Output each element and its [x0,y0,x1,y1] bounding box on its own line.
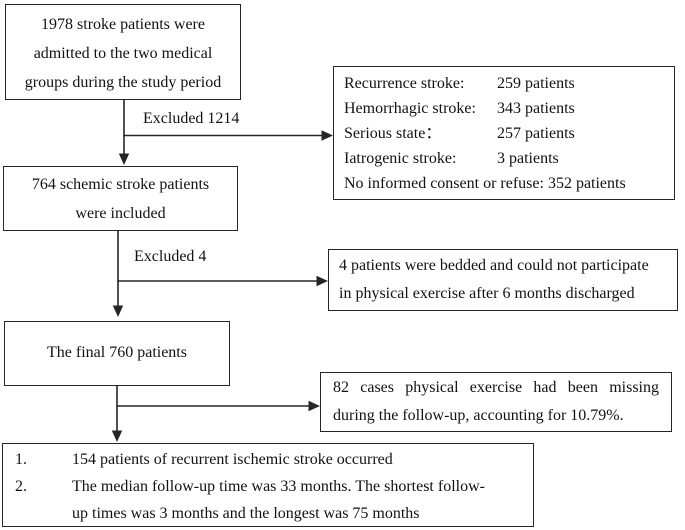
box-text-line: in physical exercise after 6 months disc… [339,285,635,302]
outcome-item: 1. 154 patients of recurrent ischemic st… [15,446,533,473]
box-exclusion-reasons: Recurrence stroke: 259 patients Hemorrha… [333,66,675,200]
arrow-right-missing [116,400,320,412]
exclusion-label: Recurrence stroke: [344,75,465,92]
exclusion-row: Recurrence stroke: 259 patients [344,71,664,96]
exclusion-label: Iatrogenic stroke: [344,150,457,167]
arrow-right-excluded-1214 [123,130,333,141]
box-text-line: up times was 3 months and the longest wa… [72,505,420,522]
outcome-number: 1. [15,451,27,468]
box-text-line: groups during the study period [24,74,222,91]
exclusion-row: Hemorrhagic stroke: 343 patients [344,96,664,121]
box-outcomes: 1. 154 patients of recurrent ischemic st… [2,443,534,527]
box-final-patients: The final 760 patients [4,321,230,386]
box-text-line: 82 cases physical exercise had been miss… [333,379,659,396]
exclusion-value: 259 patients [497,75,575,92]
excluded-1214-label: Excluded 1214 [143,110,240,127]
outcome-item: 2. The median follow-up time was 33 mont… [15,473,533,527]
exclusion-label: Hemorrhagic stroke: [344,100,476,117]
box-missing-cases: 82 cases physical exercise had been miss… [320,372,672,432]
exclusion-value: 343 patients [497,100,575,117]
box-admitted-patients: 1978 stroke patients were admitted to th… [5,4,241,100]
box-included-patients: 764 schemic stroke patients were include… [3,166,238,231]
exclusion-value: 257 patients [497,125,575,142]
box-text-line: admitted to the two medical [33,45,213,62]
arrow-down-3 [111,386,123,442]
arrow-down-2 [112,231,124,317]
arrow-right-excluded-4 [117,275,328,287]
exclusion-full-line: No informed consent or refuse: 352 patie… [344,175,626,192]
excluded-4-label: Excluded 4 [134,248,207,265]
exclusion-value: 3 patients [497,150,559,167]
exclusion-row: Iatrogenic stroke: 3 patients [344,146,664,171]
exclusion-label: Serious state： [344,125,442,142]
box-text-line: were included [75,205,166,222]
box-text-line: 764 schemic stroke patients [31,176,210,193]
outcome-text: The median follow-up time was 33 months.… [72,473,533,527]
box-text-line: 1978 stroke patients were [41,16,205,33]
box-text-line: The final 760 patients [47,344,187,361]
exclusion-row: Serious state： 257 patients [344,121,664,146]
arrow-down-1 [118,100,130,165]
outcome-number: 2. [15,478,27,495]
box-bedded-patients: 4 patients were bedded and could not par… [328,249,678,311]
box-text-line: 154 patients of recurrent ischemic strok… [72,451,393,468]
box-text-line: 4 patients were bedded and could not par… [339,257,649,274]
outcome-text: 154 patients of recurrent ischemic strok… [72,446,533,473]
box-text-line: The median follow-up time was 33 months.… [72,478,485,495]
box-text-line: during the follow-up, accounting for 10.… [333,407,624,424]
